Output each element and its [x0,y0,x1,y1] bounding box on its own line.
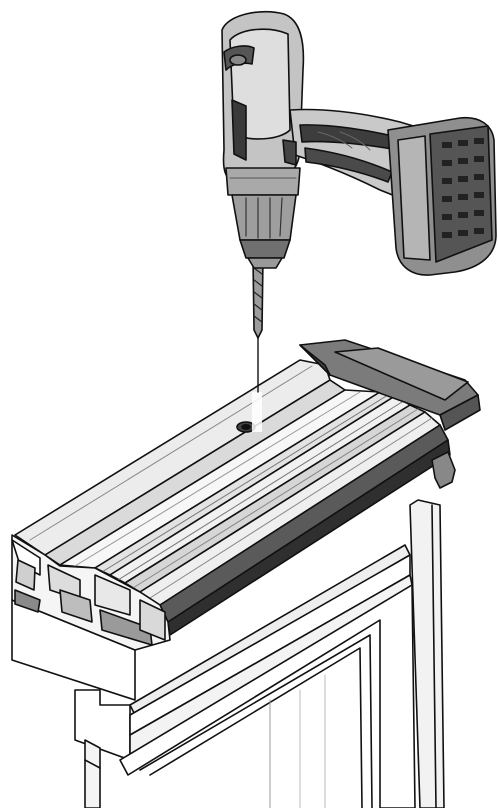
window-frame [11,499,445,808]
window-profile [11,339,481,651]
drill-bit [252,257,264,393]
cordless-drill [221,10,497,276]
